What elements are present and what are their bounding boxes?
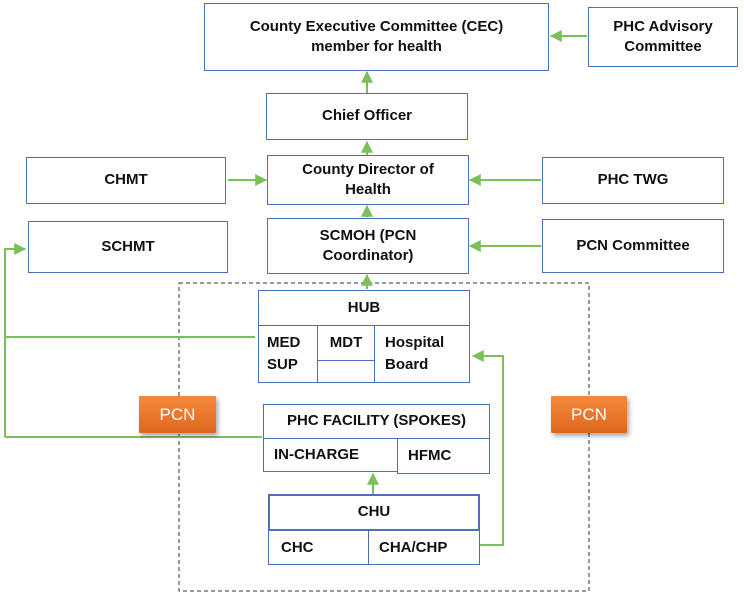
scmoh-box: SCMOH (PCN Coordinator) — [267, 218, 469, 274]
cha-chp-cell: CHA/CHP — [368, 530, 480, 565]
county-director-box: County Director of Health — [267, 155, 469, 205]
chmt-box: CHMT — [26, 157, 226, 204]
pcn-badge-right: PCN — [551, 396, 627, 433]
phc-facility-box: PHC FACILITY (SPOKES) — [263, 404, 490, 439]
cec-box: County Executive Committee (CEC) member … — [204, 3, 549, 71]
phc-advisory-box: PHC Advisory Committee — [588, 7, 738, 67]
line-hub-to-schmt — [4, 243, 255, 338]
chc-cell: CHC — [268, 530, 369, 565]
chu-box: CHU — [268, 494, 480, 531]
hfmc-cell: HFMC — [397, 438, 490, 474]
in-charge-cell: IN-CHARGE — [263, 438, 398, 472]
med-sup-cell: MED SUP — [258, 325, 318, 383]
hospital-board-cell: Hospital Board — [374, 325, 470, 383]
phc-twg-box: PHC TWG — [542, 157, 724, 204]
mdt-empty-cell — [317, 360, 375, 383]
pcn-committee-box: PCN Committee — [542, 219, 724, 273]
mdt-cell: MDT — [317, 325, 375, 361]
line-chu-to-hospital-board — [471, 350, 504, 546]
hub-box: HUB — [258, 290, 470, 326]
schmt-box: SCHMT — [28, 221, 228, 273]
pcn-badge-left: PCN — [139, 396, 216, 433]
chief-officer-box: Chief Officer — [266, 93, 468, 140]
